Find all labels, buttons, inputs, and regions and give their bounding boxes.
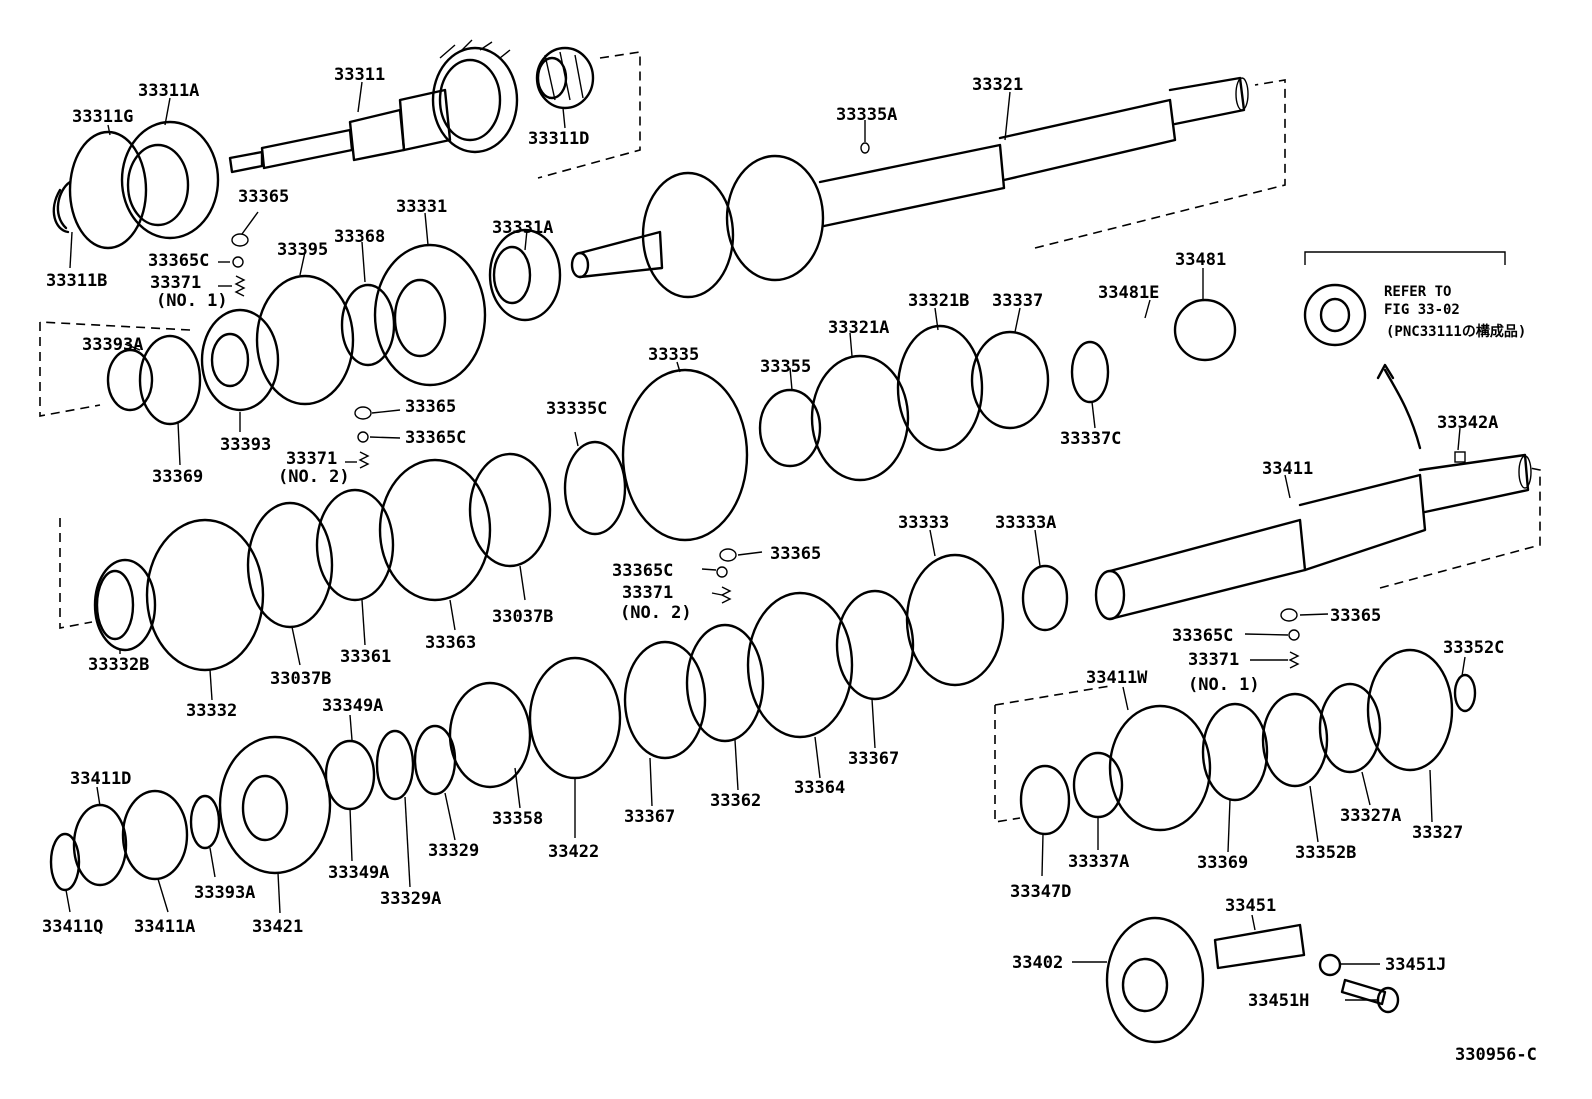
input-shaft-33311 <box>228 39 519 174</box>
label-33327A: 33327A <box>1340 806 1401 826</box>
label-33402: 33402 <box>1012 953 1063 973</box>
label-33393: 33393 <box>220 435 271 455</box>
gear-row-4 <box>448 553 1069 789</box>
label-33365-b: 33365 <box>405 397 456 417</box>
assembly-outlines <box>39 51 1541 823</box>
label-33332: 33332 <box>186 701 237 721</box>
bearing-33311A <box>52 120 220 250</box>
part-labels: 33311 33311A 33311G 33311B 33311D 33321 … <box>42 65 1504 1011</box>
label-33362: 33362 <box>710 791 761 811</box>
label-33327: 33327 <box>1412 823 1463 843</box>
label-33347D: 33347D <box>1010 882 1071 902</box>
label-33358: 33358 <box>492 809 543 829</box>
label-33352C: 33352C <box>1443 638 1504 658</box>
label-33395: 33395 <box>277 240 328 260</box>
label-33371-d: 33371 <box>1188 650 1239 670</box>
label-no1-a: (NO. 1) <box>156 291 228 311</box>
label-no1-b: (NO. 1) <box>1188 675 1260 695</box>
label-33337C: 33337C <box>1060 429 1121 449</box>
label-33365C-d: 33365C <box>1172 626 1233 646</box>
reference-note: REFER TO FIG 33-02 (PNC33111の構成品) <box>1384 284 1526 340</box>
label-no2-a: (NO. 2) <box>278 467 350 487</box>
label-33422: 33422 <box>548 842 599 862</box>
label-33369-a: 33369 <box>152 467 203 487</box>
label-33481: 33481 <box>1175 250 1226 270</box>
label-33311A: 33311A <box>138 81 199 101</box>
label-33337: 33337 <box>992 291 1043 311</box>
label-33355: 33355 <box>760 357 811 377</box>
label-33368: 33368 <box>334 227 385 247</box>
label-33342A: 33342A <box>1437 413 1498 433</box>
label-33371-b: 33371 <box>286 449 337 469</box>
label-33331A: 33331A <box>492 218 553 238</box>
label-33337A: 33337A <box>1068 852 1129 872</box>
label-33332B: 33332B <box>88 655 149 675</box>
label-33365C-c: 33365C <box>612 561 673 581</box>
label-33321B: 33321B <box>908 291 969 311</box>
label-33311D: 33311D <box>528 129 589 149</box>
label-33333A: 33333A <box>995 513 1056 533</box>
label-33335: 33335 <box>648 345 699 365</box>
countershaft-33411 <box>1094 453 1532 621</box>
label-33333: 33333 <box>898 513 949 533</box>
label-33367-b: 33367 <box>848 749 899 769</box>
label-33451J: 33451J <box>1385 955 1446 975</box>
label-33481E: 33481E <box>1098 283 1159 303</box>
gear-row-2 <box>106 228 562 426</box>
label-33371-a: 33371 <box>150 273 201 293</box>
label-33411D: 33411D <box>70 769 131 789</box>
label-33367-a: 33367 <box>624 807 675 827</box>
label-33037B-a: 33037B <box>270 669 331 689</box>
label-33352B: 33352B <box>1295 843 1356 863</box>
label-33411Q: 33411Q <box>42 917 103 937</box>
label-33371-c: 33371 <box>622 583 673 603</box>
figure-id: 330956-C <box>1455 1045 1537 1065</box>
label-33365-d: 33365 <box>1330 606 1381 626</box>
note-line-2: FIG 33-02 <box>1384 302 1460 318</box>
label-33311: 33311 <box>334 65 385 85</box>
label-33311G: 33311G <box>72 107 133 127</box>
note-line-1: REFER TO <box>1384 284 1451 300</box>
label-33349A-b: 33349A <box>328 863 389 883</box>
label-33411A: 33411A <box>134 917 195 937</box>
label-33411W: 33411W <box>1086 668 1148 688</box>
label-33321: 33321 <box>972 75 1023 95</box>
label-33335A: 33335A <box>836 105 897 125</box>
label-33451H: 33451H <box>1248 991 1309 1011</box>
label-no2-b: (NO. 2) <box>620 603 692 623</box>
label-33451: 33451 <box>1225 896 1276 916</box>
label-33411: 33411 <box>1262 459 1313 479</box>
label-33393A-a: 33393A <box>82 335 143 355</box>
label-33329A: 33329A <box>380 889 441 909</box>
output-shaft-33321 <box>570 76 1249 299</box>
gear-row-3 <box>93 298 1237 672</box>
label-33364: 33364 <box>794 778 845 798</box>
label-33335C: 33335C <box>546 399 607 419</box>
label-33365C-a: 33365C <box>148 251 209 271</box>
label-33421: 33421 <box>252 917 303 937</box>
label-33365-c: 33365 <box>770 544 821 564</box>
label-33321A: 33321A <box>828 318 889 338</box>
label-33331: 33331 <box>396 197 447 217</box>
label-33349A-a: 33349A <box>322 696 383 716</box>
gear-row-5 <box>49 724 457 892</box>
leader-lines <box>65 81 1466 1001</box>
note-line-3: (PNC33111の構成品) <box>1386 323 1526 340</box>
label-33363: 33363 <box>425 633 476 653</box>
label-33037B-b: 33037B <box>492 607 553 627</box>
label-33311B: 33311B <box>46 271 107 291</box>
label-33361: 33361 <box>340 647 391 667</box>
label-33329: 33329 <box>428 841 479 861</box>
gear-group-right <box>1019 251 1506 1044</box>
label-33393A-b: 33393A <box>194 883 255 903</box>
label-33369-b: 33369 <box>1197 853 1248 873</box>
label-33365C-b: 33365C <box>405 428 466 448</box>
bearing-33311D <box>535 46 595 110</box>
detent-parts <box>231 142 1466 669</box>
label-33365-a: 33365 <box>238 187 289 207</box>
